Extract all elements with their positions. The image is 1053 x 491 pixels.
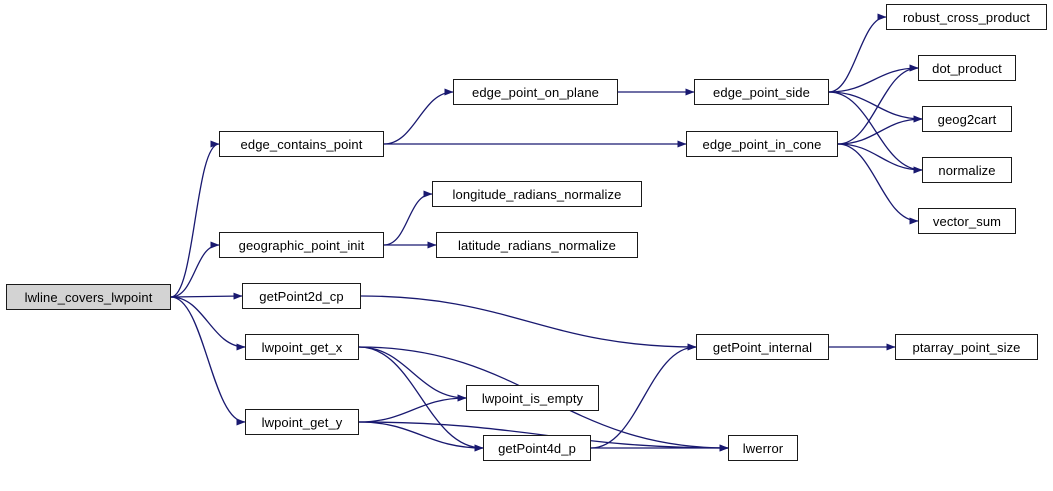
graph-node-lwpoint_is_empty[interactable]: lwpoint_is_empty bbox=[466, 385, 599, 411]
graph-node-longitude_radians_normalize[interactable]: longitude_radians_normalize bbox=[432, 181, 642, 207]
graph-node-label: geographic_point_init bbox=[238, 237, 365, 253]
graph-node-dot_product[interactable]: dot_product bbox=[918, 55, 1016, 81]
graph-node-edge_contains_point[interactable]: edge_contains_point bbox=[219, 131, 384, 157]
graph-edge-edge_point_side-to-normalize bbox=[828, 91, 923, 174]
graph-node-getPoint_internal[interactable]: getPoint_internal bbox=[696, 334, 829, 360]
graph-node-vector_sum[interactable]: vector_sum bbox=[918, 208, 1016, 234]
graph-edge-lwline_covers_lwpoint-to-getPoint2d_cp bbox=[170, 292, 243, 300]
graph-node-normalize[interactable]: normalize bbox=[922, 157, 1012, 183]
graph-node-label: edge_point_on_plane bbox=[472, 84, 599, 100]
graph-node-label: longitude_radians_normalize bbox=[452, 186, 622, 202]
graph-node-lwpoint_get_y[interactable]: lwpoint_get_y bbox=[245, 409, 359, 435]
graph-node-getPoint2d_cp[interactable]: getPoint2d_cp bbox=[242, 283, 361, 309]
graph-node-label: robust_cross_product bbox=[902, 9, 1030, 25]
graph-edge-lwline_covers_lwpoint-to-lwpoint_get_x bbox=[170, 296, 246, 351]
graph-node-edge_point_on_plane[interactable]: edge_point_on_plane bbox=[453, 79, 618, 105]
graph-edge-getPoint2d_cp-to-getPoint_internal bbox=[360, 295, 697, 351]
graph-edge-edge_point_in_cone-to-dot_product bbox=[837, 64, 919, 145]
graph-node-geog2cart[interactable]: geog2cart bbox=[922, 106, 1012, 132]
graph-edge-lwpoint_get_y-to-getPoint4d_p bbox=[358, 421, 484, 452]
graph-edge-geographic_point_init-to-longitude_radians_normalize bbox=[383, 190, 433, 246]
graph-node-label: lwline_covers_lwpoint bbox=[24, 289, 153, 305]
graph-node-ptarray_point_size[interactable]: ptarray_point_size bbox=[895, 334, 1038, 360]
graph-edge-lwpoint_get_y-to-lwpoint_is_empty bbox=[358, 394, 467, 423]
graph-edge-edge_contains_point-to-edge_point_on_plane bbox=[383, 88, 454, 145]
graph-edge-lwline_covers_lwpoint-to-geographic_point_init bbox=[170, 241, 220, 298]
graph-node-label: dot_product bbox=[932, 60, 1002, 76]
graph-edge-edge_point_in_cone-to-normalize bbox=[837, 143, 923, 174]
graph-edge-edge_point_in_cone-to-geog2cart bbox=[837, 115, 923, 145]
graph-node-label: edge_point_side bbox=[713, 84, 810, 100]
graph-node-label: edge_contains_point bbox=[240, 136, 363, 152]
graph-node-label: vector_sum bbox=[932, 213, 1002, 229]
graph-node-label: edge_point_in_cone bbox=[702, 136, 822, 152]
graph-edge-lwline_covers_lwpoint-to-lwpoint_get_y bbox=[170, 296, 246, 426]
graph-node-latitude_radians_normalize[interactable]: latitude_radians_normalize bbox=[436, 232, 638, 258]
graph-node-robust_cross_product[interactable]: robust_cross_product bbox=[886, 4, 1047, 30]
graph-node-edge_point_in_cone[interactable]: edge_point_in_cone bbox=[686, 131, 838, 157]
graph-node-label: lwerror bbox=[742, 440, 784, 456]
graph-node-label: getPoint4d_p bbox=[498, 440, 576, 456]
graph-edge-edge_point_side-to-robust_cross_product bbox=[828, 13, 887, 93]
graph-node-label: latitude_radians_normalize bbox=[458, 237, 616, 253]
graph-node-label: lwpoint_get_y bbox=[261, 414, 343, 430]
graph-node-getPoint4d_p[interactable]: getPoint4d_p bbox=[483, 435, 591, 461]
graph-edge-lwpoint_get_x-to-getPoint4d_p bbox=[358, 346, 484, 452]
graph-node-lwline_covers_lwpoint[interactable]: lwline_covers_lwpoint bbox=[6, 284, 171, 310]
graph-node-label: ptarray_point_size bbox=[912, 339, 1021, 355]
graph-node-label: lwpoint_get_x bbox=[261, 339, 343, 355]
graph-node-label: getPoint2d_cp bbox=[259, 288, 344, 304]
graph-edge-edge_point_side-to-dot_product bbox=[828, 64, 919, 93]
graph-node-edge_point_side[interactable]: edge_point_side bbox=[694, 79, 829, 105]
graph-node-lwpoint_get_x[interactable]: lwpoint_get_x bbox=[245, 334, 359, 360]
graph-edge-edge_point_side-to-geog2cart bbox=[828, 91, 923, 123]
graph-node-label: lwpoint_is_empty bbox=[481, 390, 584, 406]
graph-node-label: getPoint_internal bbox=[712, 339, 813, 355]
graph-edge-edge_point_in_cone-to-vector_sum bbox=[837, 143, 919, 225]
graph-node-lwerror[interactable]: lwerror bbox=[728, 435, 798, 461]
graph-node-geographic_point_init[interactable]: geographic_point_init bbox=[219, 232, 384, 258]
graph-edge-lwpoint_get_x-to-lwpoint_is_empty bbox=[358, 346, 467, 402]
graph-node-label: geog2cart bbox=[937, 111, 997, 127]
graph-node-label: normalize bbox=[938, 162, 996, 178]
graph-edge-lwline_covers_lwpoint-to-edge_contains_point bbox=[170, 140, 220, 298]
graph-edge-getPoint4d_p-to-getPoint_internal bbox=[590, 343, 697, 449]
